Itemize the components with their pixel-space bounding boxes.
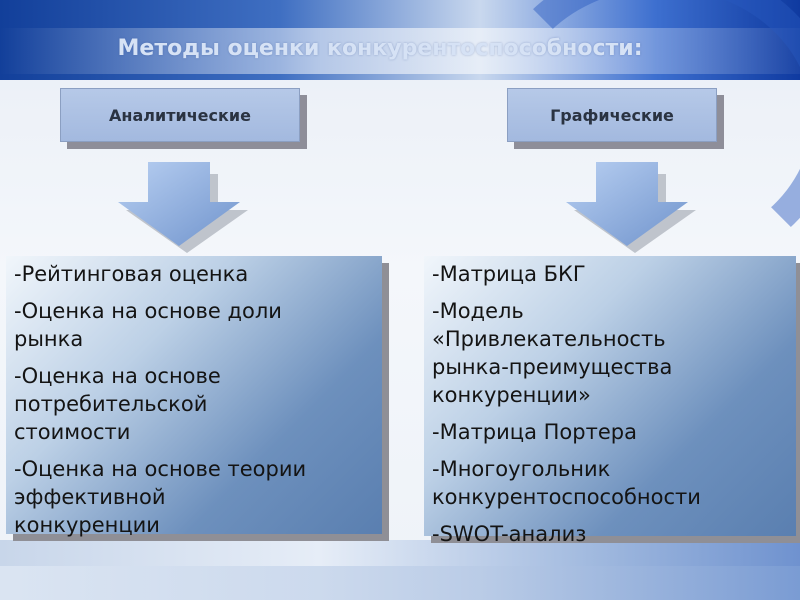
graphical-methods-list: -Матрица БКГ -Модель «Привлекательность … (424, 256, 796, 546)
down-arrow-right-icon (566, 162, 696, 253)
down-arrow-left-icon (118, 162, 248, 253)
list-item: -Многоугольник конкурентоспособности (432, 457, 701, 509)
list-item: -Модель «Привлекательность рынка-преимущ… (432, 299, 673, 407)
list-item: -Оценка на основе потребительской стоимо… (14, 364, 221, 444)
category-analytical: Аналитические (60, 88, 300, 142)
slide-title: Методы оценки конкурентоспособности: (117, 36, 643, 61)
footer-band (0, 566, 800, 600)
list-item: -Рейтинговая оценка (14, 262, 249, 286)
list-item: -SWOT-анализ (432, 522, 587, 546)
analytical-methods-list: -Рейтинговая оценка -Оценка на основе до… (6, 256, 382, 537)
list-item: -Оценка на основе теории эффективной кон… (14, 457, 307, 537)
list-item: -Матрица Портера (432, 420, 637, 444)
list-item: -Матрица БКГ (432, 262, 586, 286)
list-item: -Оценка на основе доли рынка (14, 299, 282, 351)
category-graphical: Графические (507, 88, 717, 142)
